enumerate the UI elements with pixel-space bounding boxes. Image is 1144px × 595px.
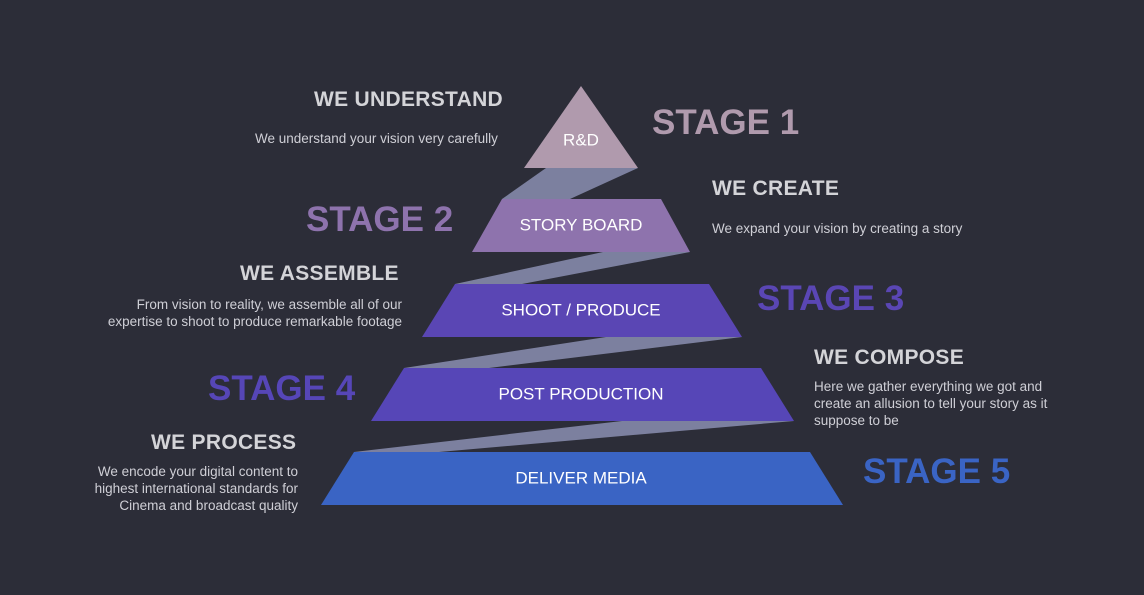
stage-3-heading: WE ASSEMBLE	[240, 262, 399, 285]
tier-2-shape	[472, 199, 690, 252]
stage-2-description: We expand your vision by creating a stor…	[712, 221, 963, 236]
tier-1-label: R&D	[563, 130, 599, 149]
stage-5-heading: WE PROCESS	[151, 431, 297, 454]
tier-5-shape	[321, 452, 843, 505]
tier-4-shape	[371, 368, 794, 421]
tier-connector-1	[502, 168, 638, 199]
tier-5-label: DELIVER MEDIA	[515, 468, 647, 487]
stage-2-label: STAGE 2	[306, 200, 454, 239]
tier-3-label: SHOOT / PRODUCE	[501, 300, 660, 319]
stage-1-label: STAGE 1	[652, 103, 800, 142]
stage-3-description: From vision to reality, we assemble all …	[107, 297, 402, 329]
stage-1-description: We understand your vision very carefully	[255, 131, 498, 146]
stage-4-heading: WE COMPOSE	[814, 346, 965, 369]
tier-1-shape	[524, 86, 638, 168]
tier-connector-4	[354, 421, 794, 452]
tier-connector-2	[455, 252, 690, 284]
stage-1-heading: WE UNDERSTAND	[314, 88, 504, 111]
tier-3-shape	[422, 284, 742, 337]
stage-5-description: We encode your digital content to highes…	[94, 464, 298, 513]
stage-5-label: STAGE 5	[863, 452, 1011, 491]
stage-4-description: Here we gather everything we got and cre…	[814, 379, 1048, 428]
stage-4-label: STAGE 4	[208, 369, 356, 408]
stage-2-heading: WE CREATE	[712, 177, 840, 200]
tier-2-label: STORY BOARD	[520, 215, 643, 234]
stage-3-label: STAGE 3	[757, 279, 905, 318]
tier-4-label: POST PRODUCTION	[499, 384, 664, 403]
tier-connector-3	[404, 337, 742, 368]
